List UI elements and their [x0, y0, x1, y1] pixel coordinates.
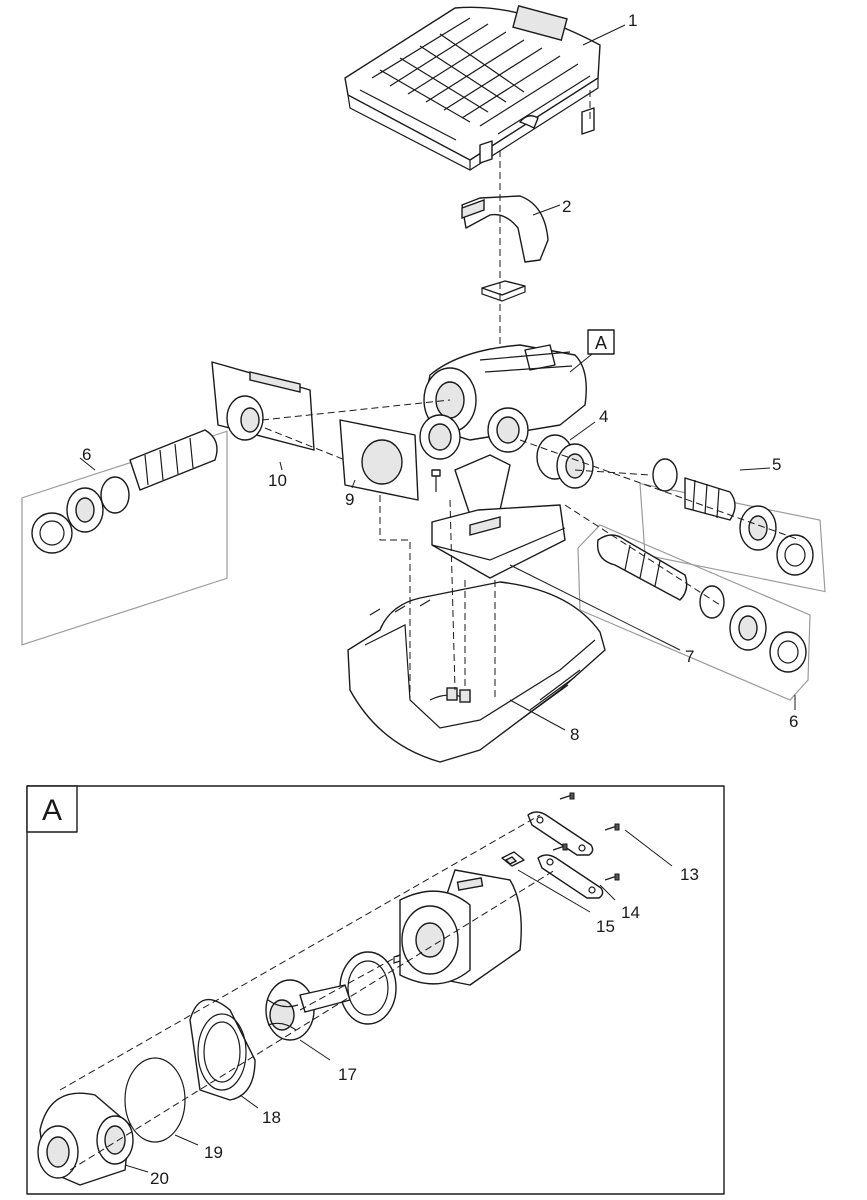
part-20-pump-head — [37, 1092, 134, 1186]
label-14: 14 — [621, 903, 640, 922]
part-8-base — [347, 581, 606, 763]
part-6-right-fittings — [596, 534, 807, 673]
assembly-lines-top — [261, 90, 801, 700]
label-18: 18 — [262, 1108, 281, 1127]
part-13-screws — [552, 792, 620, 881]
label-7: 7 — [685, 647, 694, 666]
part-5-fittings — [652, 458, 814, 576]
detail-marker-label: A — [595, 333, 607, 353]
leaders-detail — [124, 829, 673, 1173]
part-6-left-fittings — [31, 395, 264, 554]
part-17-impeller — [265, 979, 351, 1041]
label-10: 10 — [268, 471, 287, 490]
label-15: 15 — [596, 917, 615, 936]
label-6-right: 6 — [789, 712, 798, 731]
screw-center — [431, 469, 441, 492]
assembly-lines-detail — [59, 814, 556, 1171]
part-14-brackets — [527, 811, 604, 899]
group-6-right-box — [577, 524, 811, 701]
label-8: 8 — [570, 725, 579, 744]
part-2-clip — [461, 195, 549, 302]
label-6-left: 6 — [82, 445, 91, 464]
label-17: 17 — [338, 1065, 357, 1084]
label-9: 9 — [345, 490, 354, 509]
detail-a-title: A — [42, 794, 62, 827]
part-19-o-ring — [124, 1057, 186, 1143]
part-9-plate — [339, 419, 419, 501]
group-6-left-box — [21, 430, 228, 646]
label-13: 13 — [680, 865, 699, 884]
part-1-top-cover — [344, 5, 601, 171]
motor — [393, 869, 522, 986]
part-4-adapter — [536, 434, 594, 489]
part-15-clip — [501, 851, 525, 867]
label-1: 1 — [628, 11, 637, 30]
label-19: 19 — [204, 1143, 223, 1162]
detail-a-title-box — [26, 785, 78, 833]
gasket-ring — [339, 951, 397, 1025]
detail-marker-box — [587, 329, 615, 355]
part-18-ring — [189, 998, 256, 1101]
label-5: 5 — [772, 455, 781, 474]
label-20: 20 — [150, 1169, 169, 1188]
label-2: 2 — [562, 197, 571, 216]
label-4: 4 — [599, 407, 608, 426]
